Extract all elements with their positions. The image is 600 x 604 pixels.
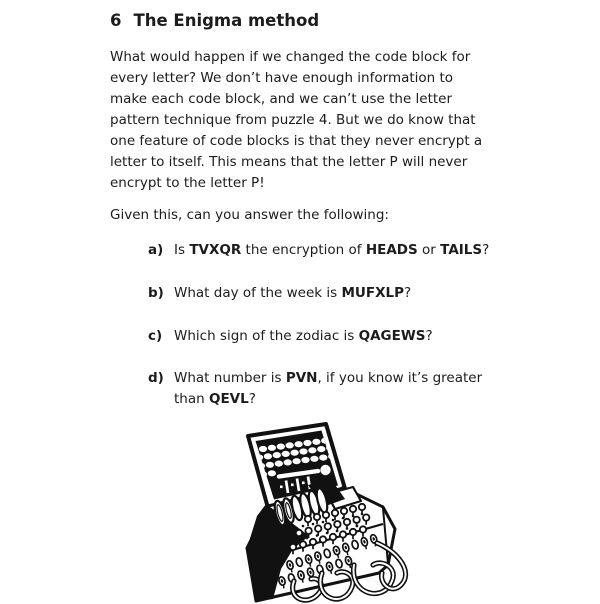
section-heading: 6 The Enigma method bbox=[110, 10, 530, 32]
question-segment: QEVL bbox=[208, 391, 249, 407]
question-segment: the encryption of bbox=[241, 242, 366, 258]
question-a: a) Is TVXQR the encryption of HEADS or T… bbox=[110, 240, 530, 261]
enigma-machine-illustration bbox=[245, 422, 409, 603]
rotors bbox=[273, 487, 329, 527]
question-segment: Is bbox=[174, 242, 190, 258]
question-segment: MUFXLP bbox=[341, 285, 405, 301]
question-segment: , if you know it’s greater than bbox=[174, 370, 483, 407]
question-b: b) What day of the week is MUFXLP? bbox=[110, 283, 530, 304]
question-segment: HEADS bbox=[365, 242, 418, 258]
keyboard bbox=[288, 502, 371, 556]
question-c-label: c) bbox=[148, 328, 163, 344]
question-c-text: Which sign of the zodiac is QAGEWS? bbox=[174, 326, 433, 347]
lid-lamp-holes bbox=[255, 437, 337, 478]
page-title: The Enigma method bbox=[133, 11, 320, 30]
question-segment: or bbox=[417, 242, 441, 258]
question-segment: ? bbox=[248, 391, 256, 407]
question-segment: ? bbox=[482, 242, 490, 258]
question-a-label: a) bbox=[148, 242, 164, 258]
section-number: 6 bbox=[110, 11, 122, 30]
question-segment: QAGEWS bbox=[358, 328, 426, 344]
intro-paragraph: What would happen if we changed the code… bbox=[110, 49, 483, 191]
body-left-flank bbox=[247, 504, 309, 601]
question-b-label: b) bbox=[148, 285, 164, 301]
question-segment: TVXQR bbox=[189, 242, 242, 258]
question-a-text: Is TVXQR the encryption of HEADS or TAIL… bbox=[174, 240, 489, 261]
prompt-paragraph: Given this, can you answer the following… bbox=[110, 207, 389, 223]
question-segment: TAILS bbox=[440, 242, 483, 258]
figure bbox=[110, 422, 530, 604]
question-segment: What number is bbox=[174, 370, 286, 386]
question-segment: ? bbox=[404, 285, 412, 301]
question-segment: What day of the week is bbox=[174, 285, 342, 301]
question-segment: ? bbox=[425, 328, 433, 344]
question-c: c) Which sign of the zodiac is QAGEWS? bbox=[110, 326, 530, 347]
lid-slider bbox=[276, 464, 331, 494]
question-d: d) What number is PVN, if you know it’s … bbox=[110, 368, 530, 410]
question-segment: PVN bbox=[285, 370, 318, 386]
plug-cables bbox=[290, 540, 409, 603]
question-b-text: What day of the week is MUFXLP? bbox=[174, 283, 411, 304]
question-d-text: What number is PVN, if you know it’s gre… bbox=[174, 368, 482, 410]
question-d-label: d) bbox=[148, 370, 164, 386]
question-segment: Which sign of the zodiac is bbox=[174, 328, 359, 344]
